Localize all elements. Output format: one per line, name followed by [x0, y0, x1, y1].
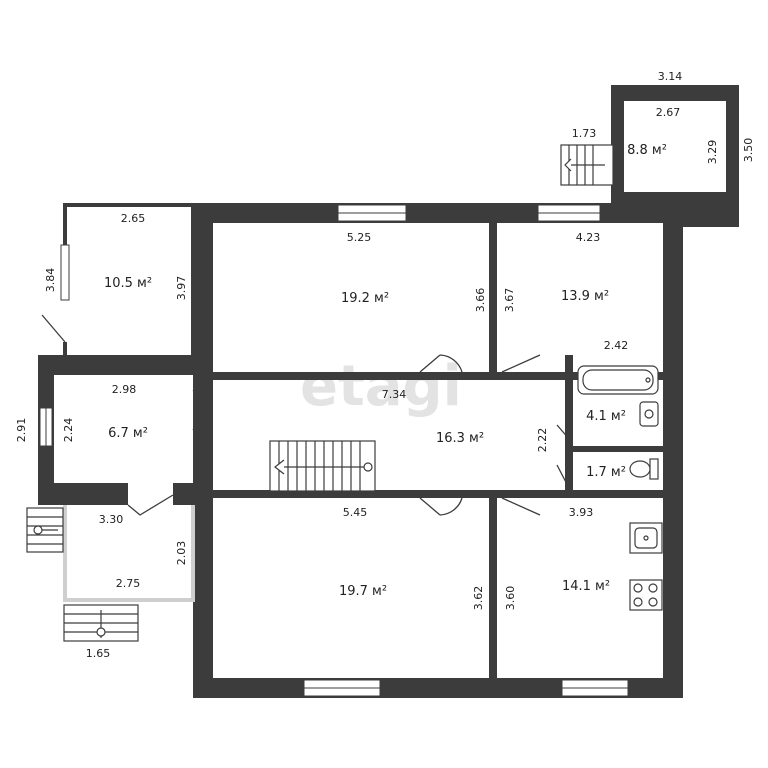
- wall-annex-south-a: [38, 483, 128, 505]
- wall-north: [193, 203, 683, 223]
- wall-hall-south: [213, 490, 663, 498]
- fixtures: [577, 365, 663, 611]
- area-south-middle: 19.7 м²: [339, 584, 387, 599]
- area-north-east: 13.9 м²: [561, 289, 609, 304]
- dim-north-middle-width: 5.25: [347, 231, 372, 244]
- door-hall-top-right: [501, 354, 541, 373]
- area-bathroom: 4.1 м²: [586, 409, 626, 424]
- wall-hall-north: [213, 372, 663, 380]
- area-north-middle: 19.2 м²: [341, 291, 389, 306]
- stairs: [26, 144, 614, 642]
- door-annex: [192, 389, 211, 431]
- dim-bathroom-width: 2.42: [604, 339, 629, 352]
- dim-west-mid-outer-height: 2.91: [15, 418, 28, 443]
- dim-hall-width: 7.34: [382, 388, 407, 401]
- toilet-tank-icon: [649, 458, 659, 480]
- area-west-top: 10.5 м²: [104, 276, 152, 291]
- door-toilet: [556, 464, 571, 491]
- window-west-top: [60, 244, 70, 301]
- dim-kitchen-height: 3.60: [504, 586, 517, 611]
- wall-north-divider: [489, 223, 497, 373]
- area-hall: 16.3 м²: [436, 431, 484, 446]
- wall-tower-north: [611, 85, 739, 101]
- wall-tower-east: [726, 85, 739, 227]
- wall-west: [193, 203, 213, 698]
- dim-bathroom-height: 2.22: [536, 428, 549, 453]
- wall-annex-south-b: [173, 483, 213, 505]
- area-labels: 8.8 м² 10.5 м² 19.2 м² 13.9 м² 4.1 м² 1.…: [104, 143, 667, 599]
- dim-south-middle-height: 3.62: [472, 586, 485, 611]
- wall-bath-west: [565, 355, 573, 490]
- stove-icon: [629, 579, 663, 611]
- door-hall-top-left: [419, 354, 463, 373]
- area-tower: 8.8 м²: [627, 143, 667, 158]
- dim-west-mid-height: 2.24: [62, 418, 75, 443]
- area-kitchen: 14.1 м²: [562, 579, 610, 594]
- door-hall-bottom-right: [501, 497, 541, 516]
- door-bathroom: [556, 424, 571, 441]
- door-veranda: [127, 494, 174, 516]
- door-west-top: [41, 314, 66, 343]
- dim-kitchen-width: 3.93: [569, 506, 594, 519]
- doors: [41, 314, 571, 516]
- dim-veranda-height: 2.03: [175, 541, 188, 566]
- wall-east: [663, 203, 683, 698]
- dim-veranda-width: 3.30: [99, 513, 124, 526]
- dim-tower-outer-height: 3.50: [742, 138, 755, 163]
- dim-west-mid-width: 2.98: [112, 383, 137, 396]
- area-west-mid: 6.7 м²: [108, 426, 148, 441]
- wall-bath-toilet: [573, 446, 663, 452]
- toilet-bowl-icon: [629, 460, 651, 478]
- dim-south-middle-width: 5.45: [343, 506, 368, 519]
- dim-north-east-width: 4.23: [576, 231, 601, 244]
- windows: [39, 204, 629, 697]
- wall-tower-west: [611, 85, 624, 205]
- dim-tower-outer-width: 3.14: [658, 70, 683, 83]
- stairs-hall: [269, 440, 376, 492]
- dim-west-top-width: 2.65: [121, 212, 146, 225]
- thin-walls: [63, 203, 195, 602]
- dim-stair-bottom: 1.65: [86, 647, 111, 660]
- dim-tower-width: 2.67: [656, 106, 681, 119]
- dim-veranda-width-inner: 2.75: [116, 577, 141, 590]
- watermark-logo: etagi: [300, 354, 462, 419]
- wall-annex-north: [38, 355, 196, 375]
- dimension-labels: 3.14 2.67 1.73 3.29 3.50 2.65 3.84 3.97 …: [15, 70, 755, 660]
- wall-tower-base: [663, 192, 739, 227]
- dim-west-top-outer-height: 3.84: [44, 268, 57, 293]
- door-hall-bottom-left: [419, 497, 463, 516]
- dim-north-middle-height: 3.66: [474, 288, 487, 313]
- dim-north-east-height: 3.67: [503, 288, 516, 313]
- dim-stair-top: 1.73: [572, 127, 597, 140]
- dim-west-top-height: 3.97: [175, 276, 188, 301]
- wall-south-divider: [489, 497, 497, 679]
- area-toilet: 1.7 м²: [586, 465, 626, 480]
- stairs-hall-steps: [278, 441, 361, 491]
- dim-tower-height: 3.29: [706, 140, 719, 165]
